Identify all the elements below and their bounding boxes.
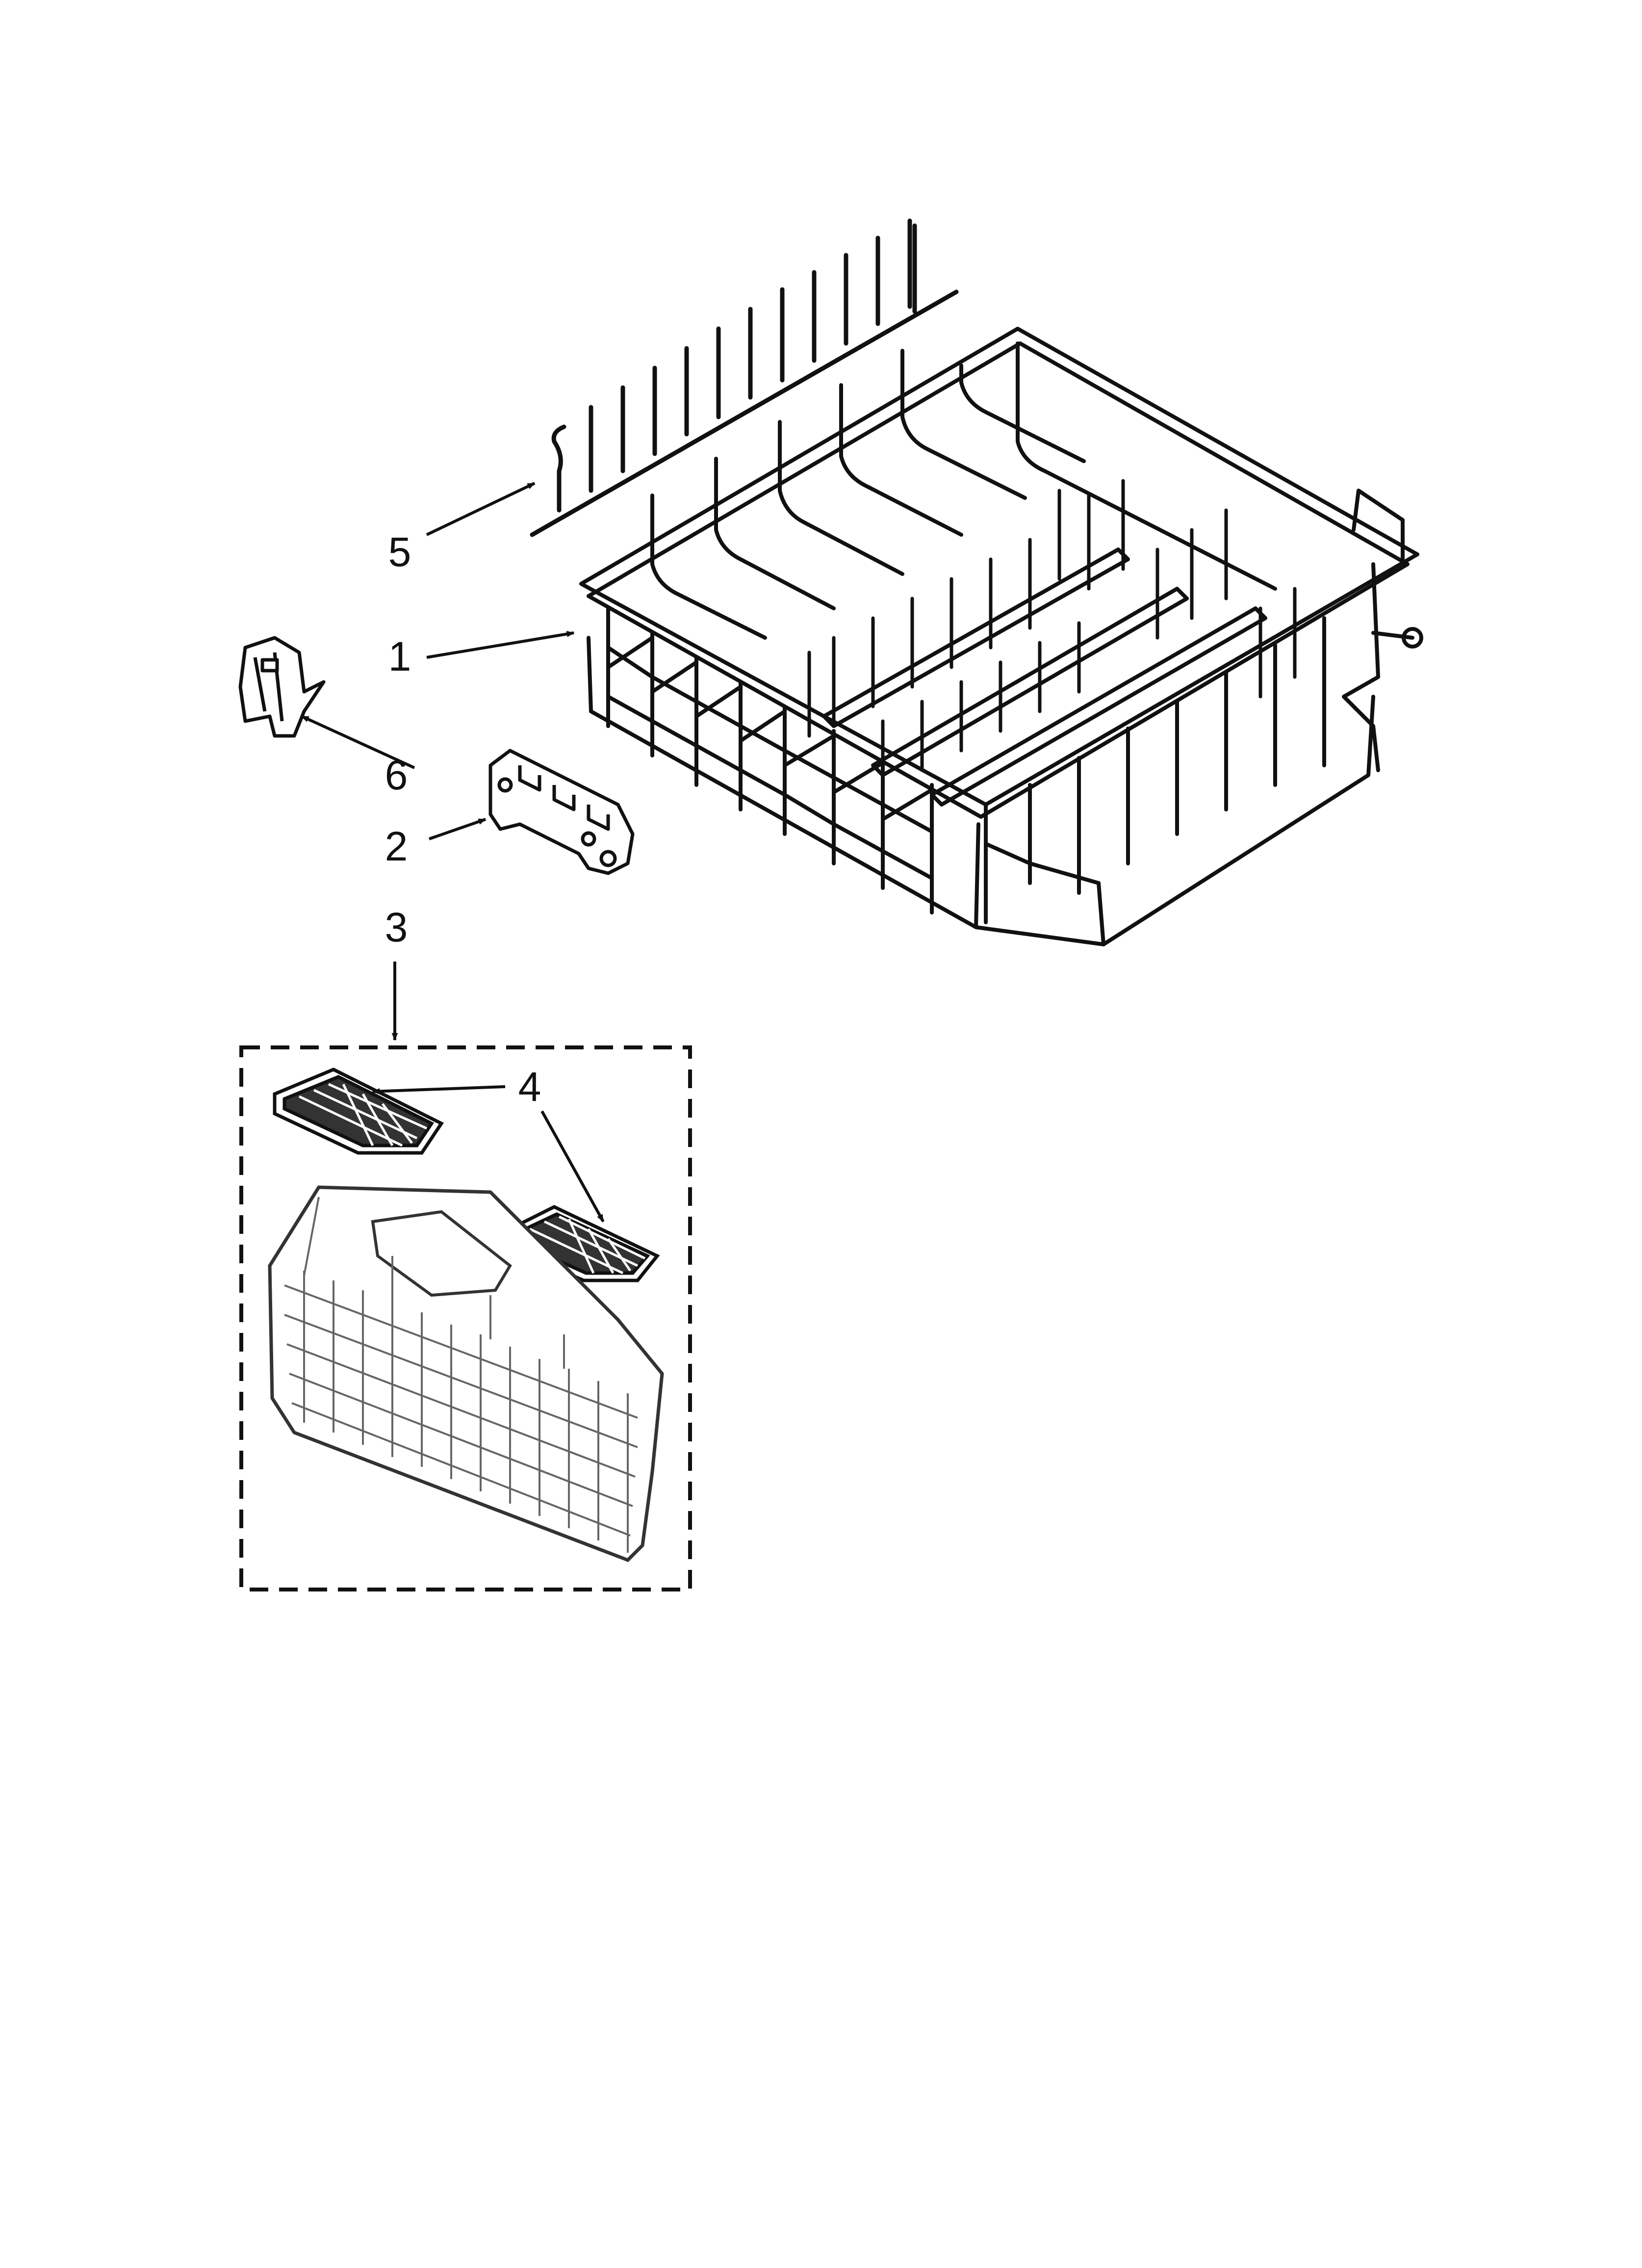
callout-1: 1 bbox=[388, 633, 411, 679]
callout-4: 4 bbox=[518, 1064, 541, 1110]
callout-2: 2 bbox=[385, 823, 408, 869]
callout-3: 3 bbox=[385, 904, 408, 950]
part-6-clip bbox=[238, 636, 326, 738]
leader-lines bbox=[301, 482, 605, 1223]
part-1-dishrack bbox=[579, 327, 1423, 946]
callout-6: 6 bbox=[385, 752, 408, 798]
part-3-assembly-box bbox=[239, 1045, 692, 1591]
callout-5: 5 bbox=[388, 529, 411, 575]
part-4-cover-left bbox=[273, 1068, 444, 1155]
part-2-bracket bbox=[488, 749, 635, 875]
silverware-basket bbox=[268, 1185, 664, 1563]
part-5-tine-row bbox=[530, 218, 959, 537]
